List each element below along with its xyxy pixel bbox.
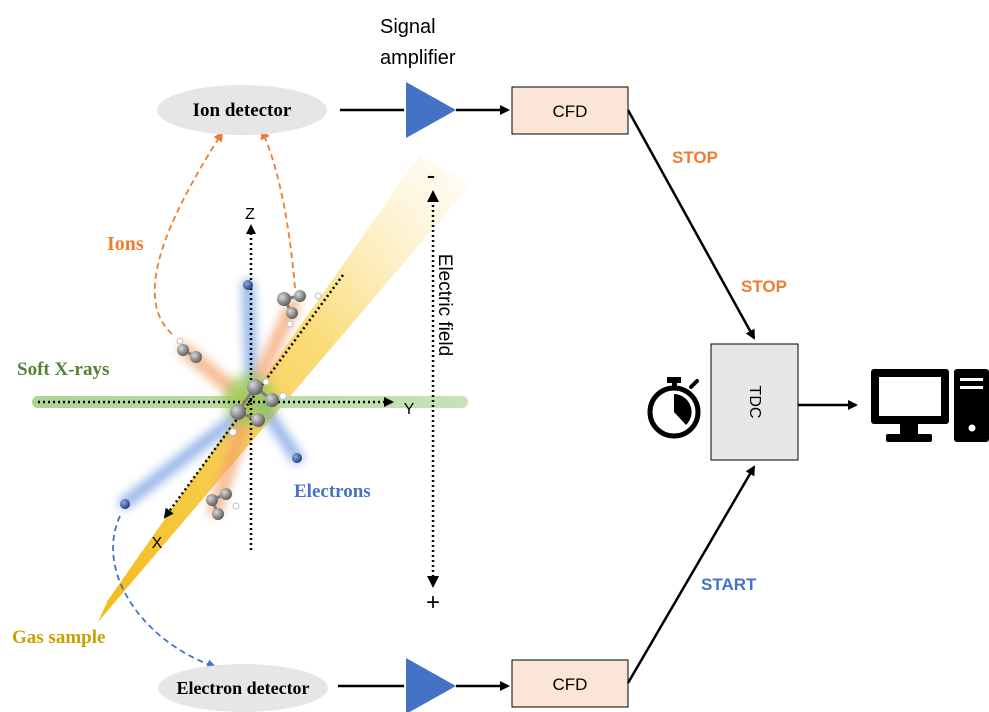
axis-x-line [163,274,345,519]
cfd-bottom-label: CFD [553,675,588,694]
axis-z-label: Z [245,206,255,223]
signal-amplifier-label-line1: Signal [380,16,436,38]
ion-fragment-left [176,337,202,363]
electron-particle-top [243,280,253,290]
electron-trajectory [112,515,217,669]
ion-detector [157,85,327,135]
tdc-box [710,343,799,461]
electric-field-plus: + [426,589,440,616]
stop-label-lower: STOP [741,277,787,296]
gas-sample-beam [98,155,470,622]
electron-particle-left [120,499,130,509]
cfd-bottom-box [511,659,629,708]
signal-amplifier-label-line2: amplifier [380,47,456,69]
signal-amplifier-top [406,82,456,138]
electrons-label: Electrons [294,481,371,502]
soft-xrays-label: Soft X-rays [17,359,109,380]
electron-detector [158,664,328,712]
gas-sample-label: Gas sample [12,627,105,648]
tdc-label: TDC [746,386,763,419]
stopwatch-icon [647,377,701,439]
electric-field-arrowhead-top [427,190,439,202]
electric-field-arrowhead-bottom [427,576,439,588]
electron-detector-label: Electron detector [176,678,309,698]
start-label: START [701,575,757,594]
signal-amplifier-bottom [406,658,456,712]
computer-icon [871,369,989,442]
electric-field-label: Electric field [434,254,455,356]
electron-particle-right [292,453,302,463]
start-signal-line [626,465,756,684]
ion-trajectory-left [153,131,224,335]
electric-field-minus: - [427,160,436,190]
axis-y-label: Y [404,401,415,418]
axis-x-label: X [152,535,163,552]
stop-signal-line [626,109,756,340]
ions-label: Ions [107,233,144,255]
central-molecule [229,378,287,436]
ion-fragment-upper [277,290,322,328]
cfd-top-label: CFD [553,102,588,121]
ion-trajectory-right [260,129,296,289]
ion-fragment-lower [206,488,240,520]
ion-detector-label: Ion detector [193,100,292,121]
stop-label-upper: STOP [672,148,718,167]
